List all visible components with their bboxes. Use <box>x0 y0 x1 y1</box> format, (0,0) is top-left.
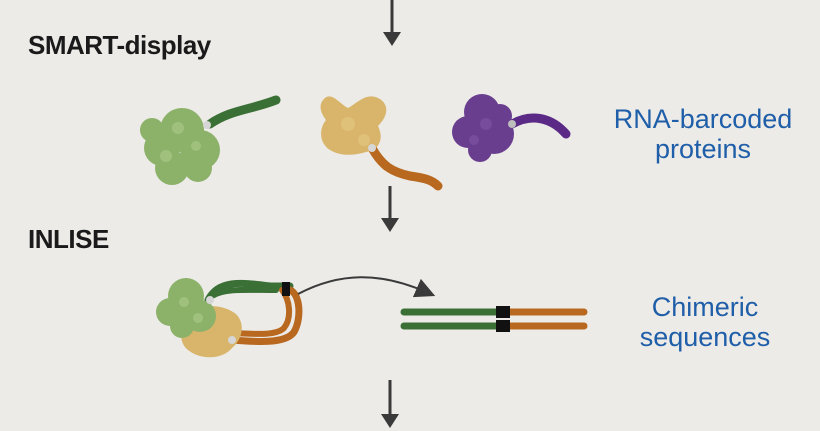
yellow-protein-barcoded <box>320 96 443 191</box>
green-protein-blob <box>140 108 220 185</box>
step-label-smart-display: SMART-display <box>28 30 211 60</box>
rna-barcoded-line1: RNA-barcoded <box>613 104 793 134</box>
chimeric-sequence-duplex <box>400 306 588 332</box>
chimeric-sequences-label: Chimeric sequences <box>620 292 790 352</box>
green-protein-barcoded <box>140 95 281 185</box>
flow-arrow-bottom <box>381 380 399 428</box>
purple-protein-barcoded <box>452 94 571 162</box>
chimeric-line2: sequences <box>639 322 771 352</box>
flow-arrow-top <box>383 0 401 46</box>
rna-barcoded-proteins-label: RNA-barcoded proteins <box>596 104 810 164</box>
inlise-protein-complex <box>156 278 303 358</box>
chimeric-line1: Chimeric <box>651 292 759 322</box>
step-label-inlise: INLISE <box>28 224 109 254</box>
flow-arrow-middle <box>381 186 399 232</box>
rna-barcoded-line2: proteins <box>654 134 752 164</box>
ligation-arrow <box>297 276 436 298</box>
